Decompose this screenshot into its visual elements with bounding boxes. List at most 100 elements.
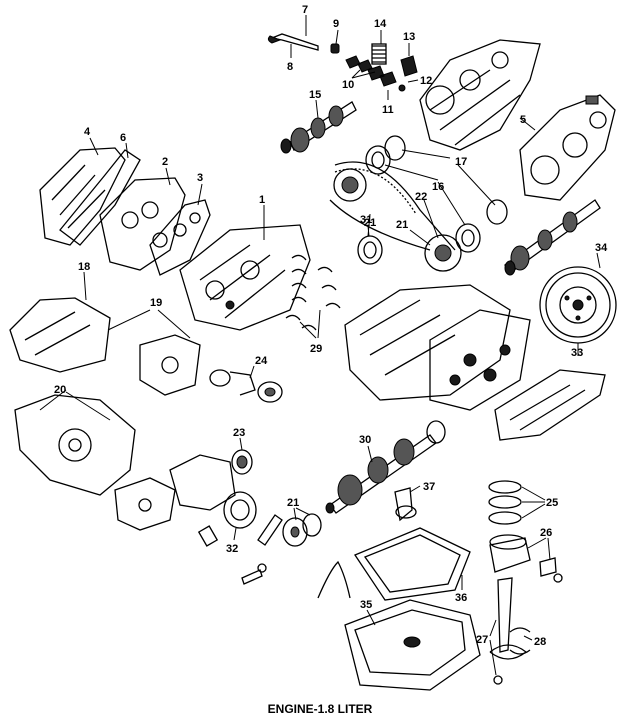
svg-text:28: 28 bbox=[534, 636, 546, 648]
sprocket-23 bbox=[231, 449, 253, 475]
callout-3: 3 bbox=[197, 172, 203, 206]
svg-text:19: 19 bbox=[150, 297, 162, 309]
svg-text:27: 27 bbox=[476, 634, 488, 646]
cylinder-head-2 bbox=[99, 177, 186, 271]
callout-14: 14 bbox=[374, 18, 387, 44]
callout-21-top: 21 bbox=[396, 219, 431, 246]
callout-20: 20 bbox=[39, 384, 111, 421]
oil-pan-gasket-36 bbox=[354, 527, 471, 601]
svg-text:34: 34 bbox=[595, 242, 608, 254]
callout-9: 9 bbox=[333, 18, 339, 45]
callout-1: 1 bbox=[259, 194, 265, 240]
callout-6: 6 bbox=[120, 132, 129, 159]
callout-12: 12 bbox=[407, 75, 432, 87]
svg-text:17: 17 bbox=[455, 156, 467, 168]
callout-27: 27 bbox=[476, 619, 497, 676]
callout-17: 17 bbox=[401, 149, 496, 206]
timing-cover-18 bbox=[9, 297, 111, 373]
callout-4: 4 bbox=[84, 126, 99, 156]
callout-26: 26 bbox=[527, 527, 552, 561]
valve-keeper-9 bbox=[330, 43, 340, 54]
callout-13: 13 bbox=[403, 31, 415, 56]
connecting-rod-27 bbox=[489, 577, 528, 685]
dipstick-tube bbox=[317, 560, 351, 599]
svg-text:33: 33 bbox=[571, 347, 583, 359]
main-bearings-29 bbox=[285, 254, 341, 331]
piston-rings-25 bbox=[488, 480, 522, 525]
sprockets-21-lower bbox=[282, 513, 322, 547]
svg-text:37: 37 bbox=[423, 481, 435, 493]
svg-text:21: 21 bbox=[364, 217, 376, 229]
seal-ring-16a bbox=[365, 145, 391, 175]
callout-30: 30 bbox=[359, 434, 373, 463]
svg-text:23: 23 bbox=[233, 427, 245, 439]
diagram-caption: ENGINE-1.8 LITER bbox=[267, 702, 373, 716]
cam-sprocket bbox=[333, 168, 367, 202]
callout-24: 24 bbox=[249, 355, 268, 379]
callout-11: 11 bbox=[382, 90, 394, 116]
svg-text:32: 32 bbox=[226, 543, 238, 555]
callout-33: 33 bbox=[571, 343, 583, 359]
svg-text:24: 24 bbox=[255, 355, 268, 367]
svg-text:35: 35 bbox=[360, 599, 372, 611]
svg-text:10: 10 bbox=[342, 79, 354, 91]
crankshaft-30 bbox=[325, 420, 446, 514]
cam-case-upper bbox=[419, 39, 541, 151]
callout-32: 32 bbox=[226, 527, 238, 555]
callout-37: 37 bbox=[409, 481, 435, 493]
callout-28: 28 bbox=[523, 635, 546, 648]
rod-bearings-28 bbox=[509, 627, 531, 655]
bolt-lower bbox=[241, 563, 267, 585]
svg-text:1: 1 bbox=[259, 194, 265, 206]
svg-text:7: 7 bbox=[302, 4, 308, 16]
callout-22: 22 bbox=[415, 191, 439, 239]
callout-16: 16 bbox=[384, 164, 466, 226]
svg-text:12: 12 bbox=[420, 75, 432, 87]
callout-8: 8 bbox=[287, 44, 293, 73]
seal-ring-16b bbox=[455, 199, 508, 253]
svg-text:31: 31 bbox=[360, 214, 372, 226]
callout-25: 25 bbox=[521, 486, 558, 519]
svg-text:25: 25 bbox=[546, 497, 558, 509]
callout-23: 23 bbox=[233, 427, 245, 451]
callout-35: 35 bbox=[360, 599, 376, 626]
valve-springs-10 bbox=[345, 55, 397, 87]
callout-19: 19 bbox=[107, 297, 191, 339]
timing-cover-20 bbox=[14, 394, 136, 496]
svg-text:21: 21 bbox=[396, 219, 408, 231]
callout-21-bottom: 21 bbox=[287, 497, 311, 521]
svg-text:30: 30 bbox=[359, 434, 371, 446]
svg-text:11: 11 bbox=[382, 104, 394, 116]
callout-7: 7 bbox=[302, 4, 308, 36]
lifter-13 bbox=[400, 55, 418, 77]
oil-seal-31 bbox=[357, 235, 383, 265]
flywheel-33 bbox=[539, 266, 617, 344]
valve-cover-right bbox=[494, 369, 606, 441]
svg-text:22: 22 bbox=[415, 191, 427, 203]
seal-12 bbox=[398, 84, 406, 92]
svg-text:36: 36 bbox=[455, 592, 467, 604]
callout-31: 31 bbox=[360, 214, 372, 237]
cam-case-5 bbox=[519, 94, 616, 201]
svg-text:20: 20 bbox=[54, 384, 66, 396]
sprocket-22 bbox=[424, 234, 462, 272]
svg-text:15: 15 bbox=[309, 89, 321, 101]
seal-17 bbox=[384, 135, 406, 161]
callout-29: 29 bbox=[299, 309, 322, 355]
valve-7-8 bbox=[267, 33, 319, 51]
svg-text:13: 13 bbox=[403, 31, 415, 43]
svg-text:9: 9 bbox=[333, 18, 339, 30]
callout-2: 2 bbox=[162, 156, 171, 186]
oil-pickup-37 bbox=[394, 487, 417, 522]
svg-text:14: 14 bbox=[374, 18, 387, 30]
crank-pulley-32 bbox=[197, 491, 283, 547]
svg-text:29: 29 bbox=[310, 343, 322, 355]
svg-text:6: 6 bbox=[120, 132, 126, 144]
svg-text:21: 21 bbox=[287, 497, 299, 509]
camshaft-15 bbox=[280, 101, 357, 154]
svg-text:16: 16 bbox=[432, 181, 444, 193]
callout-36: 36 bbox=[455, 575, 467, 604]
svg-text:26: 26 bbox=[540, 527, 552, 539]
svg-text:18: 18 bbox=[78, 261, 90, 273]
